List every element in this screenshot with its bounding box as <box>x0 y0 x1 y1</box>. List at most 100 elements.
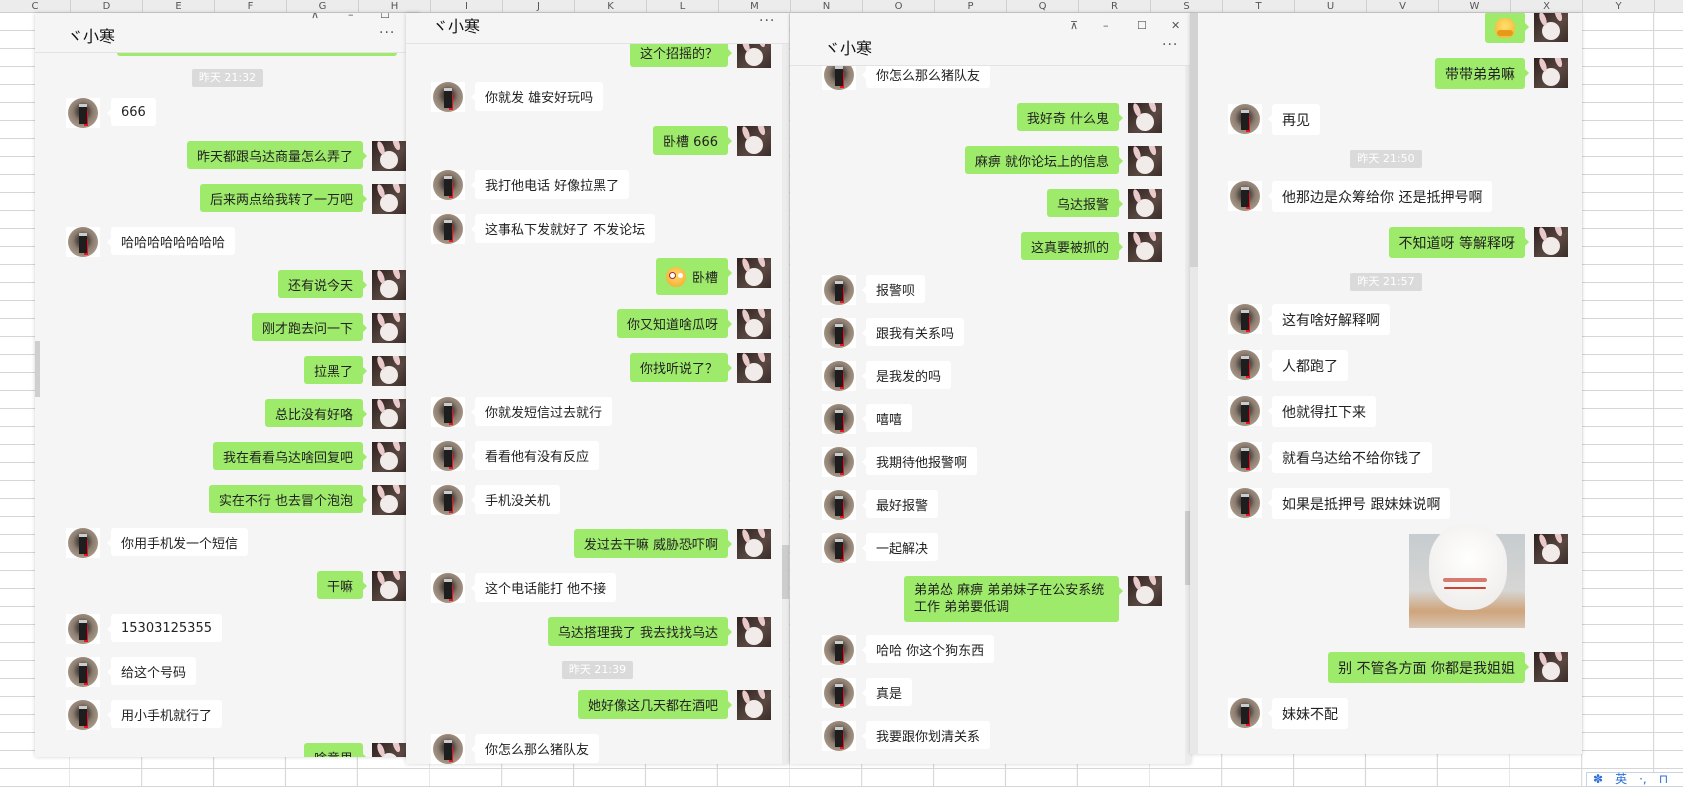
contact-avatar[interactable] <box>822 533 856 563</box>
contact-avatar[interactable] <box>1228 350 1262 380</box>
message-bubble[interactable]: 我期待他报警啊 <box>861 447 978 475</box>
contact-avatar[interactable] <box>66 227 100 257</box>
my-avatar[interactable] <box>372 313 406 343</box>
column-header-h[interactable]: H <box>359 0 431 13</box>
minimize-button[interactable]: – <box>348 13 354 21</box>
my-avatar[interactable] <box>372 743 406 757</box>
ime-toolbar[interactable]: ✽ 英 ·, ⊓ <box>1586 772 1683 787</box>
minimize-button[interactable]: – <box>1103 19 1109 32</box>
cat-sticker[interactable] <box>1409 524 1525 628</box>
ime-item-2[interactable]: ·, <box>1639 772 1647 786</box>
scrollbar-track[interactable] <box>1190 13 1198 754</box>
message-bubble[interactable]: 麻痹 就你论坛上的信息 <box>964 146 1124 174</box>
contact-avatar[interactable] <box>431 485 465 515</box>
message-bubble[interactable]: 弟弟怂 麻痹 弟弟妹子在公安系统工作 弟弟要低调 <box>904 576 1123 622</box>
column-header-r[interactable]: R <box>1079 0 1151 13</box>
column-header-m[interactable]: M <box>719 0 791 13</box>
column-header-e[interactable]: E <box>143 0 215 13</box>
ime-item-0[interactable]: ✽ <box>1593 772 1604 786</box>
contact-avatar[interactable] <box>66 528 100 558</box>
contact-avatar[interactable] <box>431 214 465 244</box>
my-avatar[interactable] <box>1534 13 1568 42</box>
message-bubble[interactable]: 乌达搭理我了 我去找找乌达 <box>547 617 733 646</box>
more-options-icon[interactable]: ··· <box>1162 37 1179 53</box>
maximize-button[interactable]: ☐ <box>380 13 390 21</box>
maximize-button[interactable]: ☐ <box>1137 19 1147 32</box>
column-header-y[interactable]: Y <box>1583 0 1655 13</box>
message-bubble[interactable]: 哈哈哈哈哈哈哈哈 <box>106 227 236 255</box>
contact-avatar[interactable] <box>1228 304 1262 334</box>
ime-item-1[interactable]: 英 <box>1615 772 1628 786</box>
contact-avatar[interactable] <box>1228 442 1262 472</box>
message-bubble[interactable]: 你怎么那么猪队友 <box>470 734 600 763</box>
contact-avatar[interactable] <box>431 82 465 112</box>
message-bubble[interactable]: 我在看看乌达啥回复吧 <box>212 442 368 470</box>
column-header-i[interactable]: I <box>431 0 503 13</box>
message-bubble[interactable] <box>1485 13 1529 43</box>
message-bubble[interactable]: 一起解决 <box>861 533 939 561</box>
my-avatar[interactable] <box>1534 534 1568 564</box>
contact-avatar[interactable] <box>822 678 856 708</box>
message-bubble[interactable]: 给这个号码 <box>106 657 197 685</box>
more-options-icon[interactable]: ··· <box>379 25 396 41</box>
message-bubble[interactable]: 你找听说了？ <box>629 353 733 382</box>
message-bubble[interactable]: 实在不行 也去冒个泡泡 <box>208 485 368 513</box>
my-avatar[interactable] <box>1128 146 1162 176</box>
column-header-f[interactable]: F <box>215 0 287 13</box>
contact-avatar[interactable] <box>431 170 465 200</box>
message-bubble[interactable]: 再见 <box>1268 104 1320 135</box>
message-bubble[interactable]: 他就得扛下来 <box>1268 396 1376 427</box>
my-avatar[interactable] <box>737 353 771 383</box>
column-header-j[interactable]: J <box>503 0 575 13</box>
my-avatar[interactable] <box>372 356 406 386</box>
message-bubble[interactable]: 这有啥好解释啊 <box>1268 304 1390 335</box>
contact-avatar[interactable] <box>822 60 856 90</box>
message-bubble[interactable]: 你用手机发一个短信 <box>106 528 249 556</box>
message-bubble[interactable]: 乌达报警 <box>1046 189 1124 217</box>
contact-avatar[interactable] <box>1228 698 1262 728</box>
column-header-p[interactable]: P <box>935 0 1007 13</box>
contact-avatar[interactable] <box>66 98 100 128</box>
message-bubble[interactable]: 嘻嘻 <box>861 404 913 432</box>
message-bubble[interactable]: 发过去干嘛 威胁恐吓啊 <box>573 529 733 558</box>
message-bubble[interactable]: 昨天都跟乌达商量怎么弄了 <box>186 141 368 169</box>
scrollbar-track[interactable] <box>1185 66 1191 764</box>
column-header-c[interactable]: C <box>0 0 71 13</box>
message-bubble[interactable]: 这个电话能打 他不接 <box>470 573 617 602</box>
message-bubble[interactable]: 还有说今天 <box>277 270 368 298</box>
column-header-g[interactable]: G <box>287 0 359 13</box>
message-bubble[interactable]: 卧槽 <box>655 258 733 295</box>
contact-avatar[interactable] <box>1228 488 1262 518</box>
column-header-n[interactable]: N <box>791 0 863 13</box>
message-bubble[interactable]: 手机没关机 <box>470 485 561 514</box>
contact-avatar[interactable] <box>822 361 856 391</box>
column-header-d[interactable]: D <box>71 0 143 13</box>
my-avatar[interactable] <box>372 399 406 429</box>
column-header-u[interactable]: U <box>1295 0 1367 13</box>
my-avatar[interactable] <box>372 442 406 472</box>
contact-avatar[interactable] <box>822 490 856 520</box>
message-bubble[interactable]: 卧槽 666 <box>653 126 732 155</box>
scrollbar-track[interactable] <box>782 44 789 764</box>
message-list[interactable]: 你怎么那么猪队友我好奇 什么鬼麻痹 就你论坛上的信息乌达报警这真要被抓的报警呗跟… <box>790 60 1191 764</box>
message-bubble[interactable]: 跟我有关系吗 <box>861 318 965 346</box>
contact-avatar[interactable] <box>822 635 856 665</box>
contact-avatar[interactable] <box>431 734 465 764</box>
column-header-w[interactable]: W <box>1439 0 1511 13</box>
ime-item-3[interactable]: ⊓ <box>1658 772 1669 786</box>
message-bubble[interactable]: 我打他电话 好像拉黑了 <box>470 170 630 199</box>
message-bubble[interactable]: 如果是抵押号 跟妹妹说啊 <box>1267 488 1451 519</box>
contact-avatar[interactable] <box>822 447 856 477</box>
message-bubble[interactable]: 啥意思 <box>303 743 368 757</box>
message-bubble[interactable]: 拉黑了 <box>303 356 368 384</box>
message-bubble[interactable]: 666 <box>107 98 156 126</box>
column-header-o[interactable]: O <box>863 0 935 13</box>
my-avatar[interactable] <box>1128 232 1162 262</box>
column-header-l[interactable]: L <box>647 0 719 13</box>
my-avatar[interactable] <box>1534 652 1568 682</box>
message-bubble[interactable]: 我好奇 什么鬼 <box>1016 103 1124 131</box>
column-header-v[interactable]: V <box>1367 0 1439 13</box>
message-bubble[interactable]: 看看他有没有反应 <box>470 441 600 470</box>
message-bubble[interactable]: 这事私下发就好了 不发论坛 <box>470 214 656 243</box>
message-bubble[interactable]: 哈哈 你这个狗东西 <box>861 635 995 663</box>
